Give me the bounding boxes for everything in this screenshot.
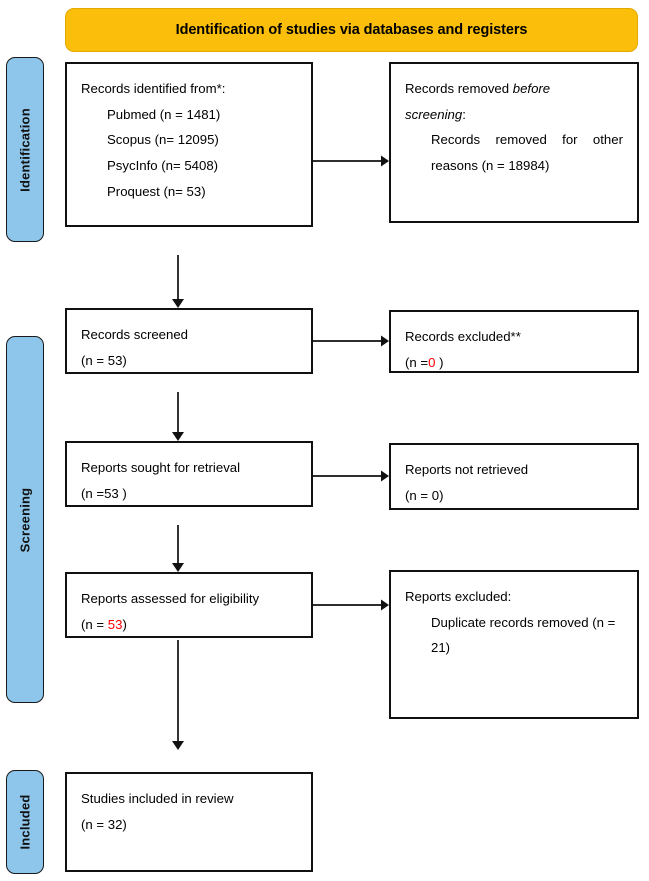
reports-not-retrieved-count: (n = 0) xyxy=(405,487,444,503)
phase-bar-included: Included xyxy=(6,770,44,874)
box-reports-not-retrieved: Reports not retrieved (n = 0) xyxy=(389,443,639,510)
box-records-identified: Records identified from*: Pubmed (n = 14… xyxy=(65,62,313,227)
records-screened-content: Records screened (n = 53) xyxy=(81,322,297,373)
studies-included-label: Studies included in review xyxy=(81,791,234,806)
reports-sought-content: Reports sought for retrieval (n =53 ) xyxy=(81,455,297,506)
arrow-eligibility-to-reports-excluded xyxy=(313,599,389,611)
identification-banner: Identification of studies via databases … xyxy=(65,8,638,52)
phase-bar-identification: Identification xyxy=(6,57,44,242)
arrow-identified-to-removed xyxy=(313,155,389,167)
reports-sought-label: Reports sought for retrieval xyxy=(81,460,241,475)
box-reports-assessed-eligibility: Reports assessed for eligibility (n = 53… xyxy=(65,572,313,638)
phase-label-included: Included xyxy=(17,794,33,850)
records-excluded-label: Records excluded** xyxy=(405,329,521,344)
phase-label-identification: Identification xyxy=(17,107,33,192)
reports-excluded-heading: Reports excluded: xyxy=(405,589,512,604)
arrow-screened-to-sought xyxy=(172,392,184,441)
box-records-excluded: Records excluded** (n =0 ) xyxy=(389,310,639,373)
source-proquest: Proquest (n= 53) xyxy=(107,183,206,199)
banner-title: Identification of studies via databases … xyxy=(175,22,528,38)
reports-eligibility-count-value: 53 xyxy=(107,616,123,632)
studies-included-content: Studies included in review (n = 32) xyxy=(81,786,297,837)
arrow-sought-to-not-retrieved xyxy=(313,470,389,482)
box-reports-excluded: Reports excluded: Duplicate records remo… xyxy=(389,570,639,719)
records-excluded-count-prefix: (n = xyxy=(405,354,429,370)
records-removed-reason: Records removed for other reasons (n = 1… xyxy=(431,132,623,174)
reports-sought-count: (n =53 ) xyxy=(81,485,127,501)
records-removed-line1: Records removed xyxy=(405,81,513,96)
arrow-eligibility-to-included xyxy=(172,640,184,750)
source-psycinfo: PsycInfo (n= 5408) xyxy=(107,158,219,174)
arrow-sought-to-eligibility xyxy=(172,525,184,572)
box-records-removed-before-screening: Records removed before screening: Record… xyxy=(389,62,639,223)
records-excluded-content: Records excluded** (n =0 ) xyxy=(405,324,623,375)
reports-excluded-reason: Duplicate records removed (n = 21) xyxy=(431,614,616,656)
reports-eligibility-count-suffix: ) xyxy=(122,616,127,632)
phase-label-screening: Screening xyxy=(17,487,33,552)
source-scopus: Scopus (n= 12095) xyxy=(107,132,219,148)
reports-eligibility-label: Reports assessed for eligibility xyxy=(81,591,260,606)
reports-excluded-content: Reports excluded: Duplicate records remo… xyxy=(405,584,623,661)
records-removed-before-italic: before xyxy=(512,81,551,96)
reports-eligibility-count-prefix: (n = xyxy=(81,616,108,632)
records-removed-colon: : xyxy=(462,106,466,122)
records-screened-count: (n = 53) xyxy=(81,352,127,368)
records-screened-label: Records screened xyxy=(81,327,189,342)
source-pubmed: Pubmed (n = 1481) xyxy=(107,106,221,122)
records-excluded-count-value: 0 xyxy=(428,354,436,370)
records-identified-heading: Records identified from*: xyxy=(81,81,226,96)
studies-included-count: (n = 32) xyxy=(81,816,127,832)
phase-bar-screening: Screening xyxy=(6,336,44,703)
box-studies-included: Studies included in review (n = 32) xyxy=(65,772,313,872)
box-reports-sought: Reports sought for retrieval (n =53 ) xyxy=(65,441,313,507)
reports-not-retrieved-label: Reports not retrieved xyxy=(405,462,529,477)
box-records-screened: Records screened (n = 53) xyxy=(65,308,313,374)
records-removed-content: Records removed before screening: Record… xyxy=(405,76,623,179)
records-identified-content: Records identified from*: Pubmed (n = 14… xyxy=(81,76,297,205)
arrow-identified-to-screened xyxy=(172,255,184,308)
reports-not-retrieved-content: Reports not retrieved (n = 0) xyxy=(405,457,623,508)
records-removed-screening-italic: screening xyxy=(405,106,463,122)
reports-eligibility-content: Reports assessed for eligibility (n = 53… xyxy=(81,586,297,637)
records-excluded-count-suffix: ) xyxy=(435,354,444,370)
arrow-screened-to-excluded xyxy=(313,335,389,347)
